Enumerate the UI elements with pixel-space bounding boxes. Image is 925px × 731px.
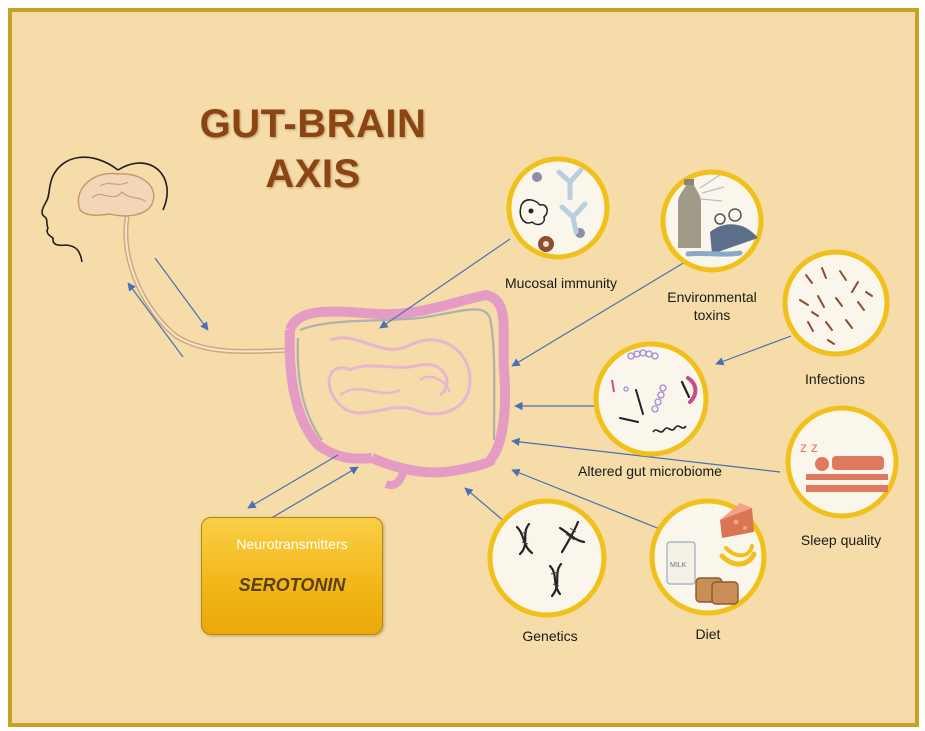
vagus-nerve (126, 218, 290, 351)
label-environmental-toxins-2: toxins (652, 307, 772, 323)
serotonin-label: SEROTONIN (202, 575, 382, 596)
zzz-text: z z (800, 439, 818, 455)
label-altered-gut-microbiome: Altered gut microbiome (555, 463, 745, 479)
diet-icon: MILK (652, 501, 764, 613)
environmental-toxins-icon (663, 172, 761, 270)
neurotransmitters-heading: Neurotransmitters (202, 536, 382, 552)
human-head-icon (42, 157, 167, 262)
sleep-quality-icon: z z (788, 408, 896, 516)
label-environmental-toxins-1: Environmental (652, 289, 772, 305)
label-infections: Infections (790, 371, 880, 387)
label-mucosal-immunity: Mucosal immunity (496, 275, 626, 291)
milk-text: MILK (670, 562, 687, 569)
genetics-icon (490, 501, 604, 615)
mucosal-immunity-icon (509, 159, 607, 257)
gut-microbiome-icon (596, 344, 706, 454)
neurotransmitters-box: Neurotransmitters SEROTONIN (201, 517, 383, 635)
title-line-2: AXIS (168, 152, 458, 197)
title-line-1: GUT-BRAIN (168, 102, 458, 147)
label-genetics: Genetics (505, 628, 595, 644)
infections-icon (785, 252, 887, 354)
label-sleep-quality: Sleep quality (786, 532, 896, 548)
label-diet: Diet (678, 626, 738, 642)
